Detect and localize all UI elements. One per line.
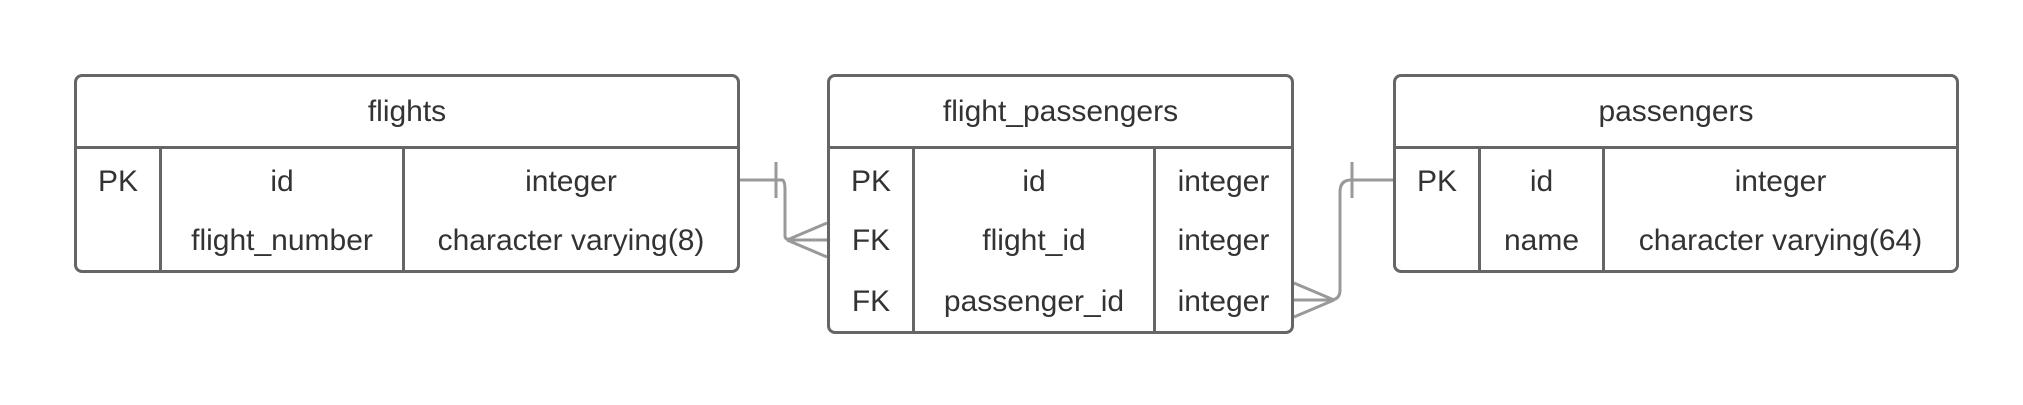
table-row: PK id integer [1396, 149, 1956, 210]
table-row: PK id integer [77, 149, 737, 210]
entity-passengers[interactable]: passengers PK id integer name character … [1393, 74, 1959, 273]
entity-flights[interactable]: flights PK id integer flight_number char… [74, 74, 740, 273]
table-row: FK flight_id integer [830, 210, 1291, 271]
key-cell: PK [77, 149, 162, 210]
connector-flights-flight-passengers [740, 178, 827, 242]
column-type-cell: integer [1177, 284, 1270, 318]
connector-passengers-flight-passengers [1294, 178, 1393, 302]
table-row: PK id integer [830, 149, 1291, 210]
entity-title-flight-passengers: flight_passengers [830, 77, 1291, 149]
column-name-cell: id [162, 149, 405, 210]
key-cell: FK [830, 271, 915, 331]
column-name-cell: flight_number [162, 210, 405, 270]
key-cell: PK [830, 149, 915, 210]
entity-title-passengers: passengers [1396, 77, 1956, 149]
table-row: flight_number character varying(8) [77, 210, 737, 270]
column-type-cell: character varying(64) [1638, 223, 1923, 257]
entity-title-flights: flights [77, 77, 737, 149]
table-row: FK passenger_id integer [830, 271, 1291, 331]
key-cell: PK [1396, 149, 1481, 210]
entity-body-flights: PK id integer flight_number character va… [77, 149, 737, 270]
column-type-cell: integer [1734, 164, 1827, 198]
many-marker-passenger-id [1293, 281, 1335, 302]
key-cell: FK [830, 210, 915, 271]
column-name-cell: id [915, 149, 1156, 210]
many-marker-flight-id-2 [786, 238, 828, 259]
column-type-cell: integer [525, 164, 617, 198]
column-type-cell: integer [1177, 164, 1270, 198]
entity-body-flight-passengers: PK id integer FK flight_id integer FK pa… [830, 149, 1291, 331]
column-name-cell: name [1481, 210, 1605, 270]
column-name-cell: id [1481, 149, 1605, 210]
many-marker-flight-id [786, 221, 828, 242]
many-marker-passenger-id-2 [1293, 298, 1335, 319]
key-cell [77, 210, 162, 270]
entity-flight-passengers[interactable]: flight_passengers PK id integer FK fligh… [827, 74, 1294, 334]
column-name-cell: flight_id [915, 210, 1156, 271]
column-name-cell: passenger_id [915, 271, 1156, 331]
column-type-cell: integer [1177, 223, 1270, 257]
key-cell [1396, 210, 1481, 270]
entity-body-passengers: PK id integer name character varying(64) [1396, 149, 1956, 270]
column-type-cell: character varying(8) [437, 223, 705, 257]
table-row: name character varying(64) [1396, 210, 1956, 270]
